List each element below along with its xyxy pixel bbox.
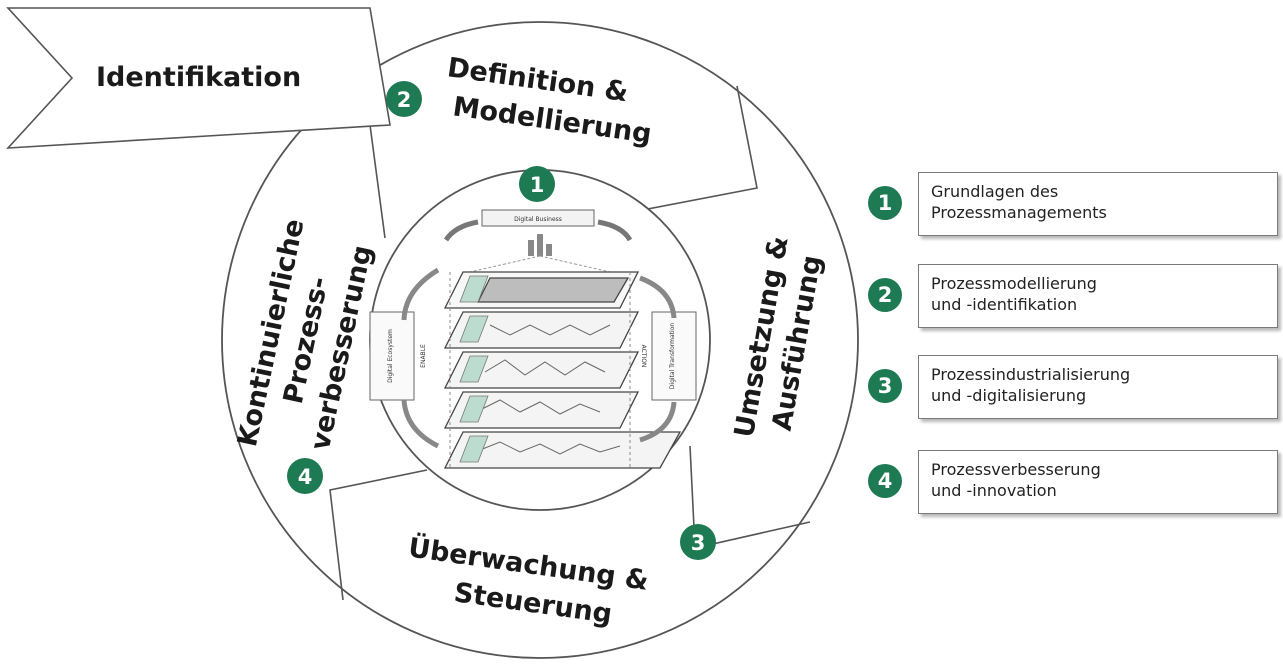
divider-monitoring-improvement [329,469,428,601]
legend-text-3-line2: und -digitalisierung [931,386,1087,405]
center-top-label: Digital Business [514,216,562,223]
center-right-vertical: ACTION [640,345,647,368]
legend-badge-2: 2 [868,278,902,312]
legend-text-4-line2: und -innovation [931,481,1057,500]
identification-arrow [6,7,391,149]
legend-text-1-line2: Prozessmanagements [931,203,1107,222]
legend-text-4-line1: Prozessverbesserung [931,460,1101,479]
badge-1: 1 [519,166,555,202]
center-left-vertical: ENABLE [420,344,427,368]
legend-text-1-line1: Grundlagen des [931,182,1059,201]
center-illustration: Digital Business [369,209,697,469]
legend-item-3: 3 Prozessindustrialisierung und -digital… [868,355,1281,425]
center-right-box [651,311,697,401]
svg-text:2: 2 [397,88,412,112]
legend-badge-3: 3 [868,369,902,403]
legend-box-4: Prozessverbesserung und -innovation [918,450,1278,514]
svg-text:1: 1 [530,173,545,197]
center-left-label: Digital Ecosystem [387,329,394,383]
legend-text-2-line1: Prozessmodellierung [931,274,1097,293]
center-top-label-box [481,209,595,227]
legend-box-3: Prozessindustrialisierung und -digitalis… [918,355,1278,419]
legend-text-2-line2: und -identifikation [931,295,1078,314]
legend-badge-1: 1 [868,186,902,220]
badge-3: 3 [680,524,716,560]
legend-item-4: 4 Prozessverbesserung und -innovation [868,450,1281,520]
center-left-box [369,311,415,401]
svg-text:4: 4 [298,465,313,489]
legend-text-3-line1: Prozessindustrialisierung [931,365,1131,384]
phase-identification: Identifikation [96,62,301,93]
legend-badge-4: 4 [868,464,902,498]
badge-2: 2 [386,81,422,117]
legend-item-1: 1 Grundlagen des Prozessmanagements [868,172,1281,242]
divider-improvement-definition [369,124,386,239]
legend-box-1: Grundlagen des Prozessmanagements [918,172,1278,236]
divider-definition-execution [631,85,758,213]
center-right-label: Digital Transformation [669,323,676,390]
badge-4: 4 [287,458,323,494]
svg-text:3: 3 [691,531,706,555]
legend-box-2: Prozessmodellierung und -identifikation [918,264,1278,328]
legend-item-2: 2 Prozessmodellierung und -identifikatio… [868,264,1281,334]
